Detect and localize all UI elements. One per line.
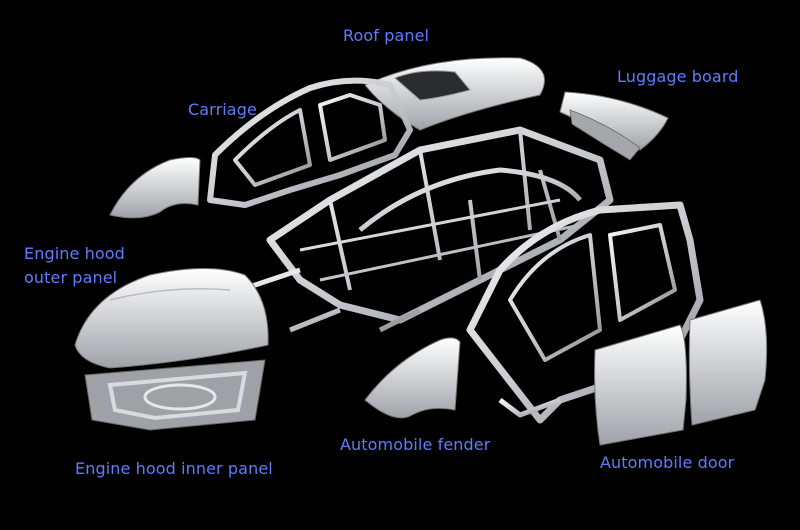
engine-hood-outer-label-line2: outer panel xyxy=(24,268,118,287)
roof-panel-label: Roof panel xyxy=(343,26,430,45)
engine-hood-outer-label-line1: Engine hood xyxy=(24,244,125,263)
luggage-board-part xyxy=(559,91,669,161)
carriage-label: Carriage xyxy=(188,100,257,119)
front-fender-small-part xyxy=(109,157,201,219)
automobile-door-part xyxy=(594,299,768,446)
automobile-fender-label: Automobile fender xyxy=(340,435,491,454)
engine-hood-outer-panel-label: Engine hood outer panel xyxy=(24,242,154,290)
engine-hood-inner-panel-part xyxy=(84,359,266,431)
engine-hood-inner-panel-label: Engine hood inner panel xyxy=(75,459,273,478)
luggage-board-label: Luggage board xyxy=(617,67,739,86)
engine-hood-outer-panel-part xyxy=(74,268,269,369)
automobile-door-label: Automobile door xyxy=(600,453,735,472)
carriage-side-frame-part xyxy=(207,77,413,208)
automobile-fender-part xyxy=(364,337,461,419)
